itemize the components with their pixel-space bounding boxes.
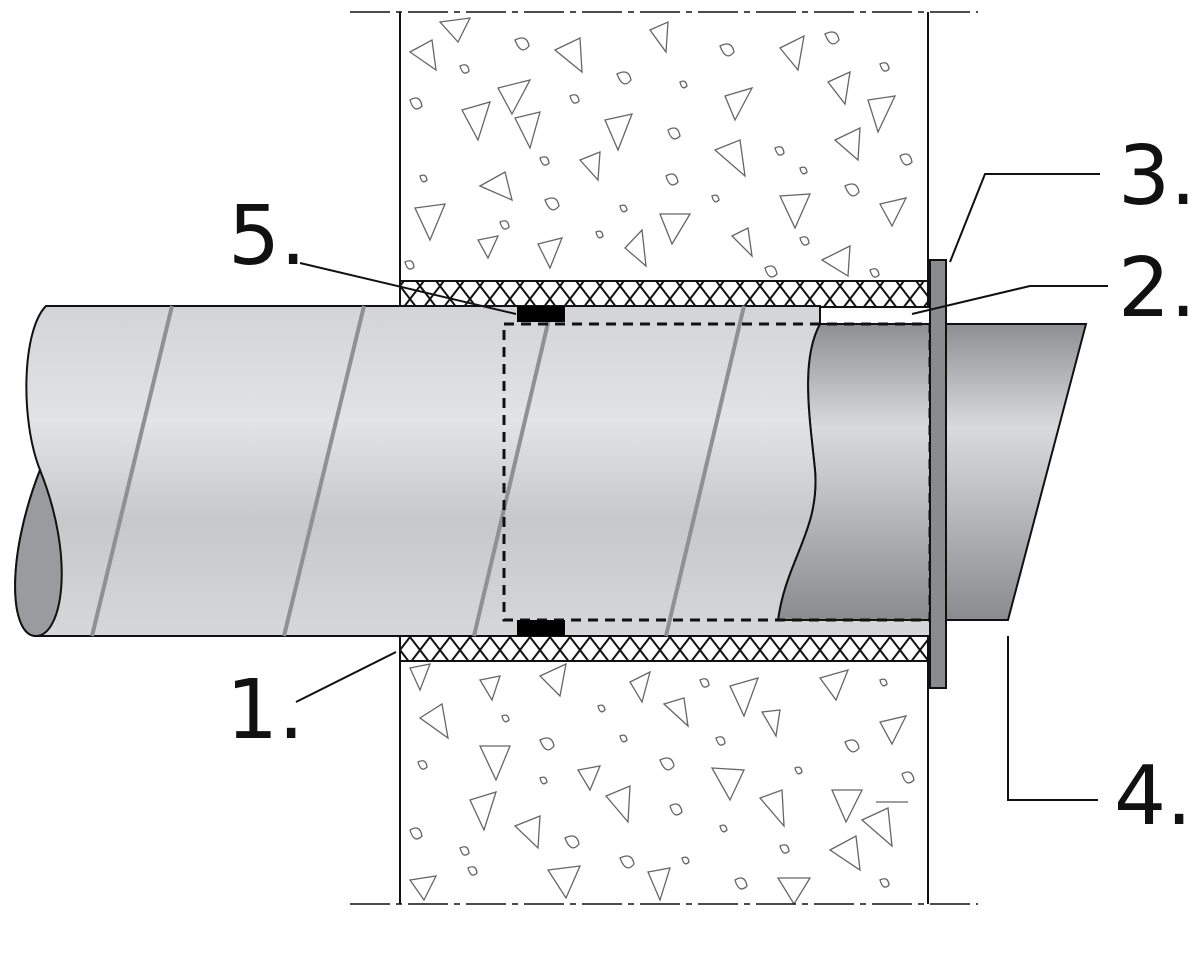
seal-ring-top	[517, 306, 565, 322]
insulation-layer-bottom	[399, 635, 929, 662]
callout-label-1: 1.	[226, 663, 304, 758]
callout-label-5: 5.	[228, 189, 306, 284]
concrete-wall-upper	[350, 11, 978, 282]
seal-ring-bottom	[517, 620, 565, 636]
flange-plate	[929, 259, 947, 689]
callout-label-4: 4.	[1114, 749, 1192, 844]
leader-lines	[295, 173, 1108, 801]
concrete-wall-lower	[350, 660, 978, 906]
insulation-layer-top	[399, 280, 929, 308]
callout-label-3: 3.	[1118, 129, 1196, 224]
callout-label-2: 2.	[1118, 241, 1196, 336]
